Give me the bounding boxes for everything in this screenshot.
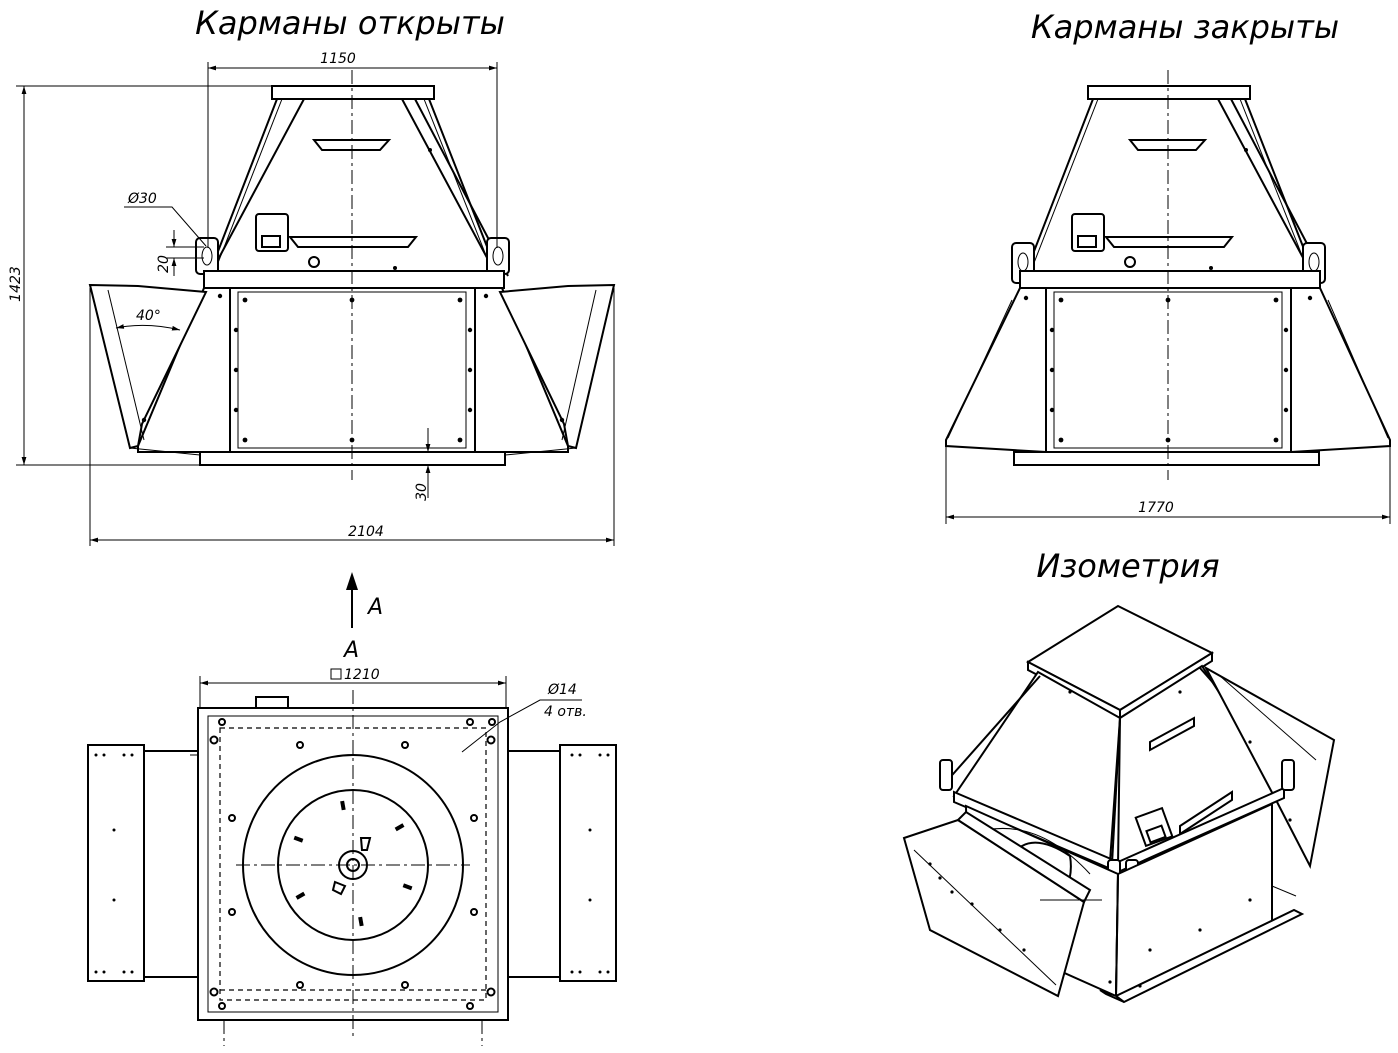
view-label-a: A	[342, 638, 359, 663]
dim-width-open: 2104	[348, 524, 384, 540]
top-view-a: 1210 Ø14 4 отв.	[87, 667, 617, 1046]
title-pockets-closed: Карманы закрыты	[1031, 8, 1339, 46]
front-view-pockets-closed: 1770	[945, 70, 1391, 524]
arrow-label-a: A	[366, 595, 383, 620]
dim-holes-count: 4 отв.	[544, 704, 587, 720]
view-arrow-a: A A	[342, 572, 383, 663]
dim-angle-40: 40°	[136, 308, 161, 324]
dim-hole-14: Ø14	[547, 682, 577, 698]
dim-width-closed: 1770	[1138, 500, 1174, 516]
dim-width-top: 1150	[320, 51, 356, 67]
isometric-view	[902, 604, 1336, 1004]
dim-height: 1423	[8, 266, 24, 302]
dim-offset-20: 20	[156, 255, 172, 273]
dim-square: 1210	[344, 667, 380, 683]
dim-hole-30: Ø30	[127, 191, 157, 207]
title-isometry: Изометрия	[1036, 547, 1219, 585]
dim-base-30: 30	[414, 483, 430, 501]
front-view-pockets-open: 1150 1423 Ø30 20 40° 30 2104	[8, 51, 616, 546]
title-pockets-open: Карманы открыты	[195, 4, 505, 42]
